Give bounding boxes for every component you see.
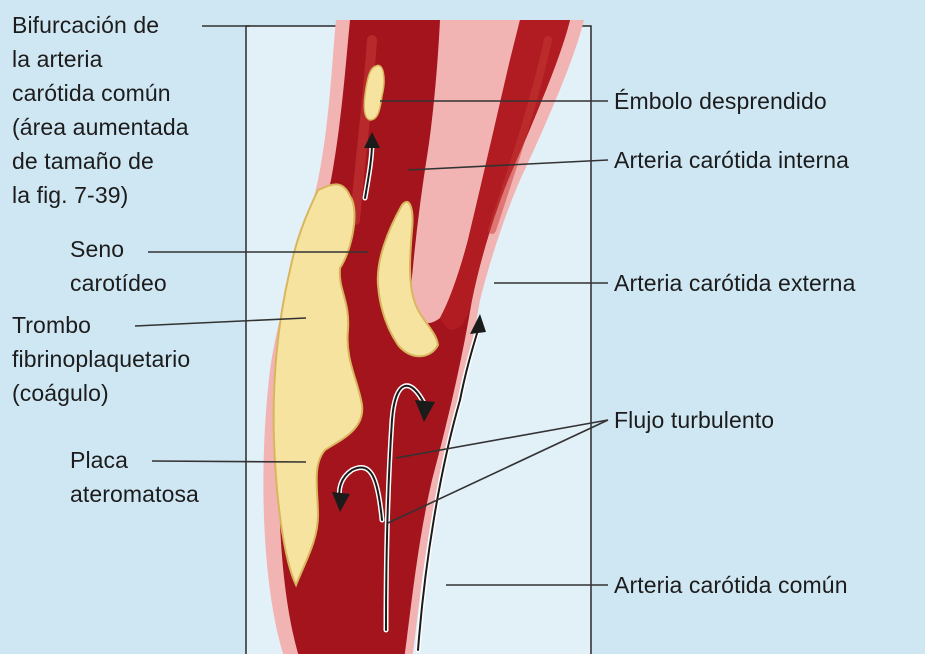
label-arteria-externa: Arteria carótida externa (614, 266, 855, 300)
label-flujo-turbulento: Flujo turbulento (614, 403, 774, 437)
label-placa-ateromatosa: Placa ateromatosa (70, 443, 199, 511)
label-trombo: Trombo fibrinoplaquetario (coágulo) (12, 308, 190, 410)
label-bifurcacion: Bifurcación de la arteria carótida común… (12, 8, 189, 212)
label-arteria-comun: Arteria carótida común (614, 568, 848, 602)
label-seno-carotideo: Seno carotídeo (70, 232, 167, 300)
label-arteria-interna: Arteria carótida interna (614, 143, 849, 177)
label-embolo: Émbolo desprendido (614, 84, 827, 118)
